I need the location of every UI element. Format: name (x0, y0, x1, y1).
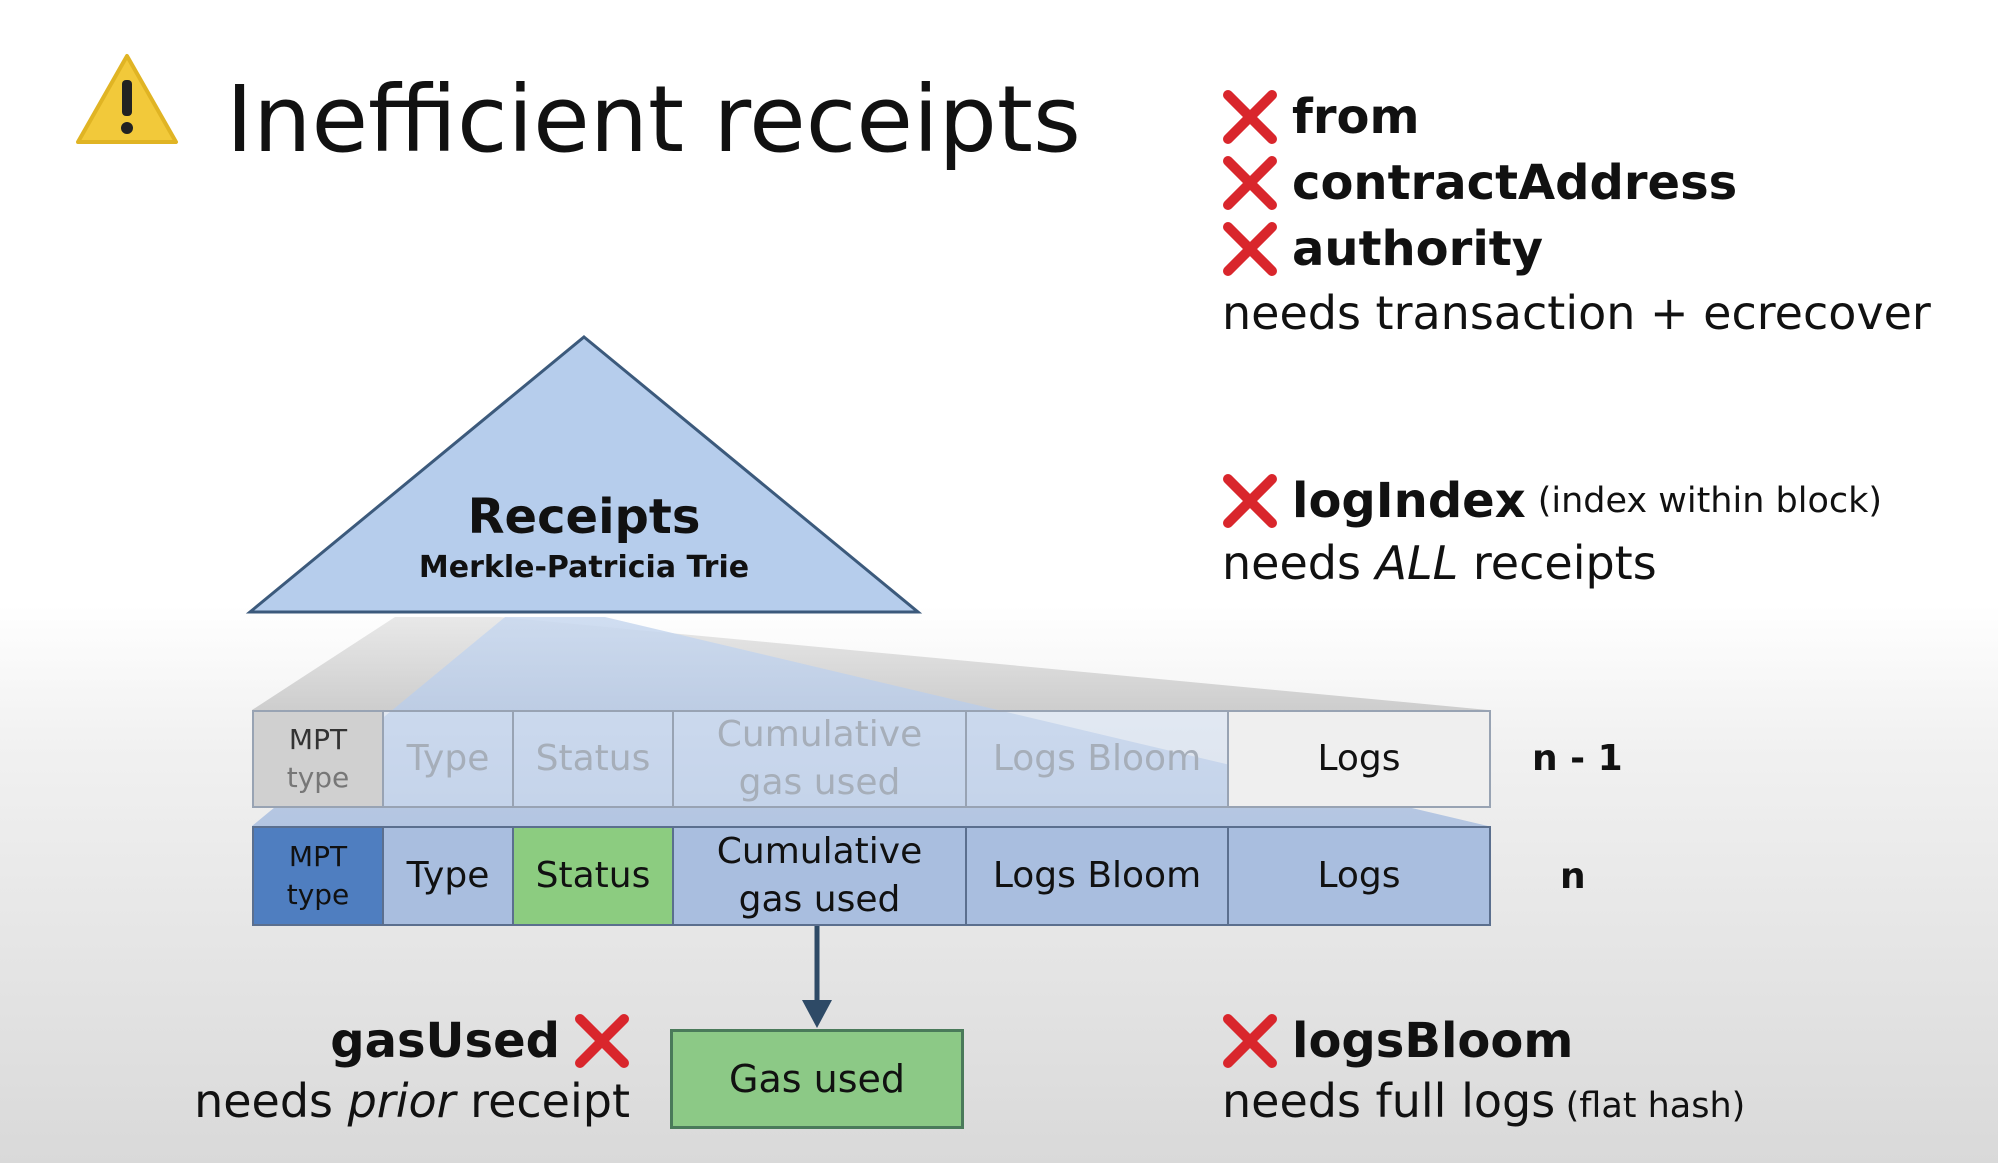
sender-annotation: from contractAddress authority needs tra… (1222, 84, 1931, 340)
note-text: needs full logs (1222, 1074, 1556, 1128)
cross-icon (1223, 474, 1277, 528)
cell-mpt-type: MPT type (252, 826, 384, 926)
cross-icon (1223, 90, 1277, 144)
field-log-index: logIndex (1292, 473, 1526, 529)
note-emphasis: prior (347, 1074, 456, 1128)
cross-icon (575, 1014, 629, 1068)
cell-text: MPT (288, 723, 348, 756)
cell-cumulative-gas: Cumulative gas used (674, 826, 967, 926)
cell-text: type (286, 878, 350, 911)
cell-type: Type (384, 826, 514, 926)
row-label-prev: n - 1 (1532, 738, 1623, 779)
sender-note: needs transaction + ecrecover (1222, 286, 1931, 340)
gas-arrow-head (802, 1000, 832, 1028)
note-text: receipt (455, 1074, 630, 1128)
cell-text: Cumulative (716, 831, 923, 872)
cell-mpt-type: MPT type (252, 710, 384, 808)
logindex-note: needs ALL receipts (1222, 536, 1882, 590)
receipts-trie-triangle (245, 335, 923, 614)
logsbloom-note: needs full logs (flat hash) (1222, 1074, 1745, 1128)
field-logs-bloom: logsBloom (1292, 1013, 1574, 1069)
note-text: receipts (1458, 536, 1657, 590)
row-label-current: n (1560, 856, 1586, 897)
field-contract-address: contractAddress (1292, 155, 1738, 211)
field-line: from (1222, 84, 1931, 150)
gasused-note: needs prior receipt (150, 1074, 630, 1128)
cell-logs: Logs (1229, 826, 1491, 926)
field-line: gasUsed (150, 1008, 630, 1074)
field-authority: authority (1292, 221, 1544, 277)
cell-status: Status (514, 710, 674, 808)
cell-text: Cumulative (716, 714, 923, 755)
gasused-annotation: gasUsed needs prior receipt (150, 1008, 630, 1128)
trie-subtitle: Merkle-Patricia Trie (418, 550, 750, 585)
trie-title: Receipts (467, 489, 701, 545)
note-paren: (flat hash) (1565, 1086, 1746, 1126)
field-line: authority (1222, 216, 1931, 282)
logindex-annotation: logIndex (index within block) needs ALL … (1222, 468, 1882, 590)
cross-icon (1223, 1014, 1277, 1068)
logsbloom-annotation: logsBloom needs full logs (flat hash) (1222, 1008, 1745, 1128)
field-gas-used: gasUsed (330, 1013, 560, 1069)
cell-logs: Logs (1229, 710, 1491, 808)
cell-text: gas used (738, 762, 901, 803)
field-line: logsBloom (1222, 1008, 1745, 1074)
field-line: contractAddress (1222, 150, 1931, 216)
trie-label: Receipts Merkle-Patricia Trie (384, 486, 784, 588)
receipt-row-current: MPT type Type Status Cumulative gas used L… (252, 826, 1491, 926)
note-emphasis: ALL (1375, 536, 1459, 590)
slide-title: Inefficient receipts (226, 66, 1081, 173)
cross-icon (1223, 156, 1277, 210)
receipt-row-prev: MPT type Type Status Cumulative gas used L… (252, 710, 1491, 808)
cell-status: Status (514, 826, 674, 926)
cell-cumulative-gas: Cumulative gas used (674, 710, 967, 808)
note-text: needs (194, 1074, 348, 1128)
warning-triangle-icon (76, 54, 178, 144)
cell-text: MPT (288, 840, 348, 873)
gas-used-box: Gas used (670, 1029, 964, 1129)
field-from: from (1292, 89, 1420, 145)
cell-text: type (286, 761, 350, 794)
cell-text: gas used (738, 879, 901, 920)
field-line: logIndex (index within block) (1222, 468, 1882, 534)
cross-icon (1223, 222, 1277, 276)
note-text: needs (1222, 536, 1376, 590)
cell-logs-bloom: Logs Bloom (967, 710, 1229, 808)
cell-type: Type (384, 710, 514, 808)
field-log-index-paren: (index within block) (1537, 481, 1883, 521)
cell-logs-bloom: Logs Bloom (967, 826, 1229, 926)
